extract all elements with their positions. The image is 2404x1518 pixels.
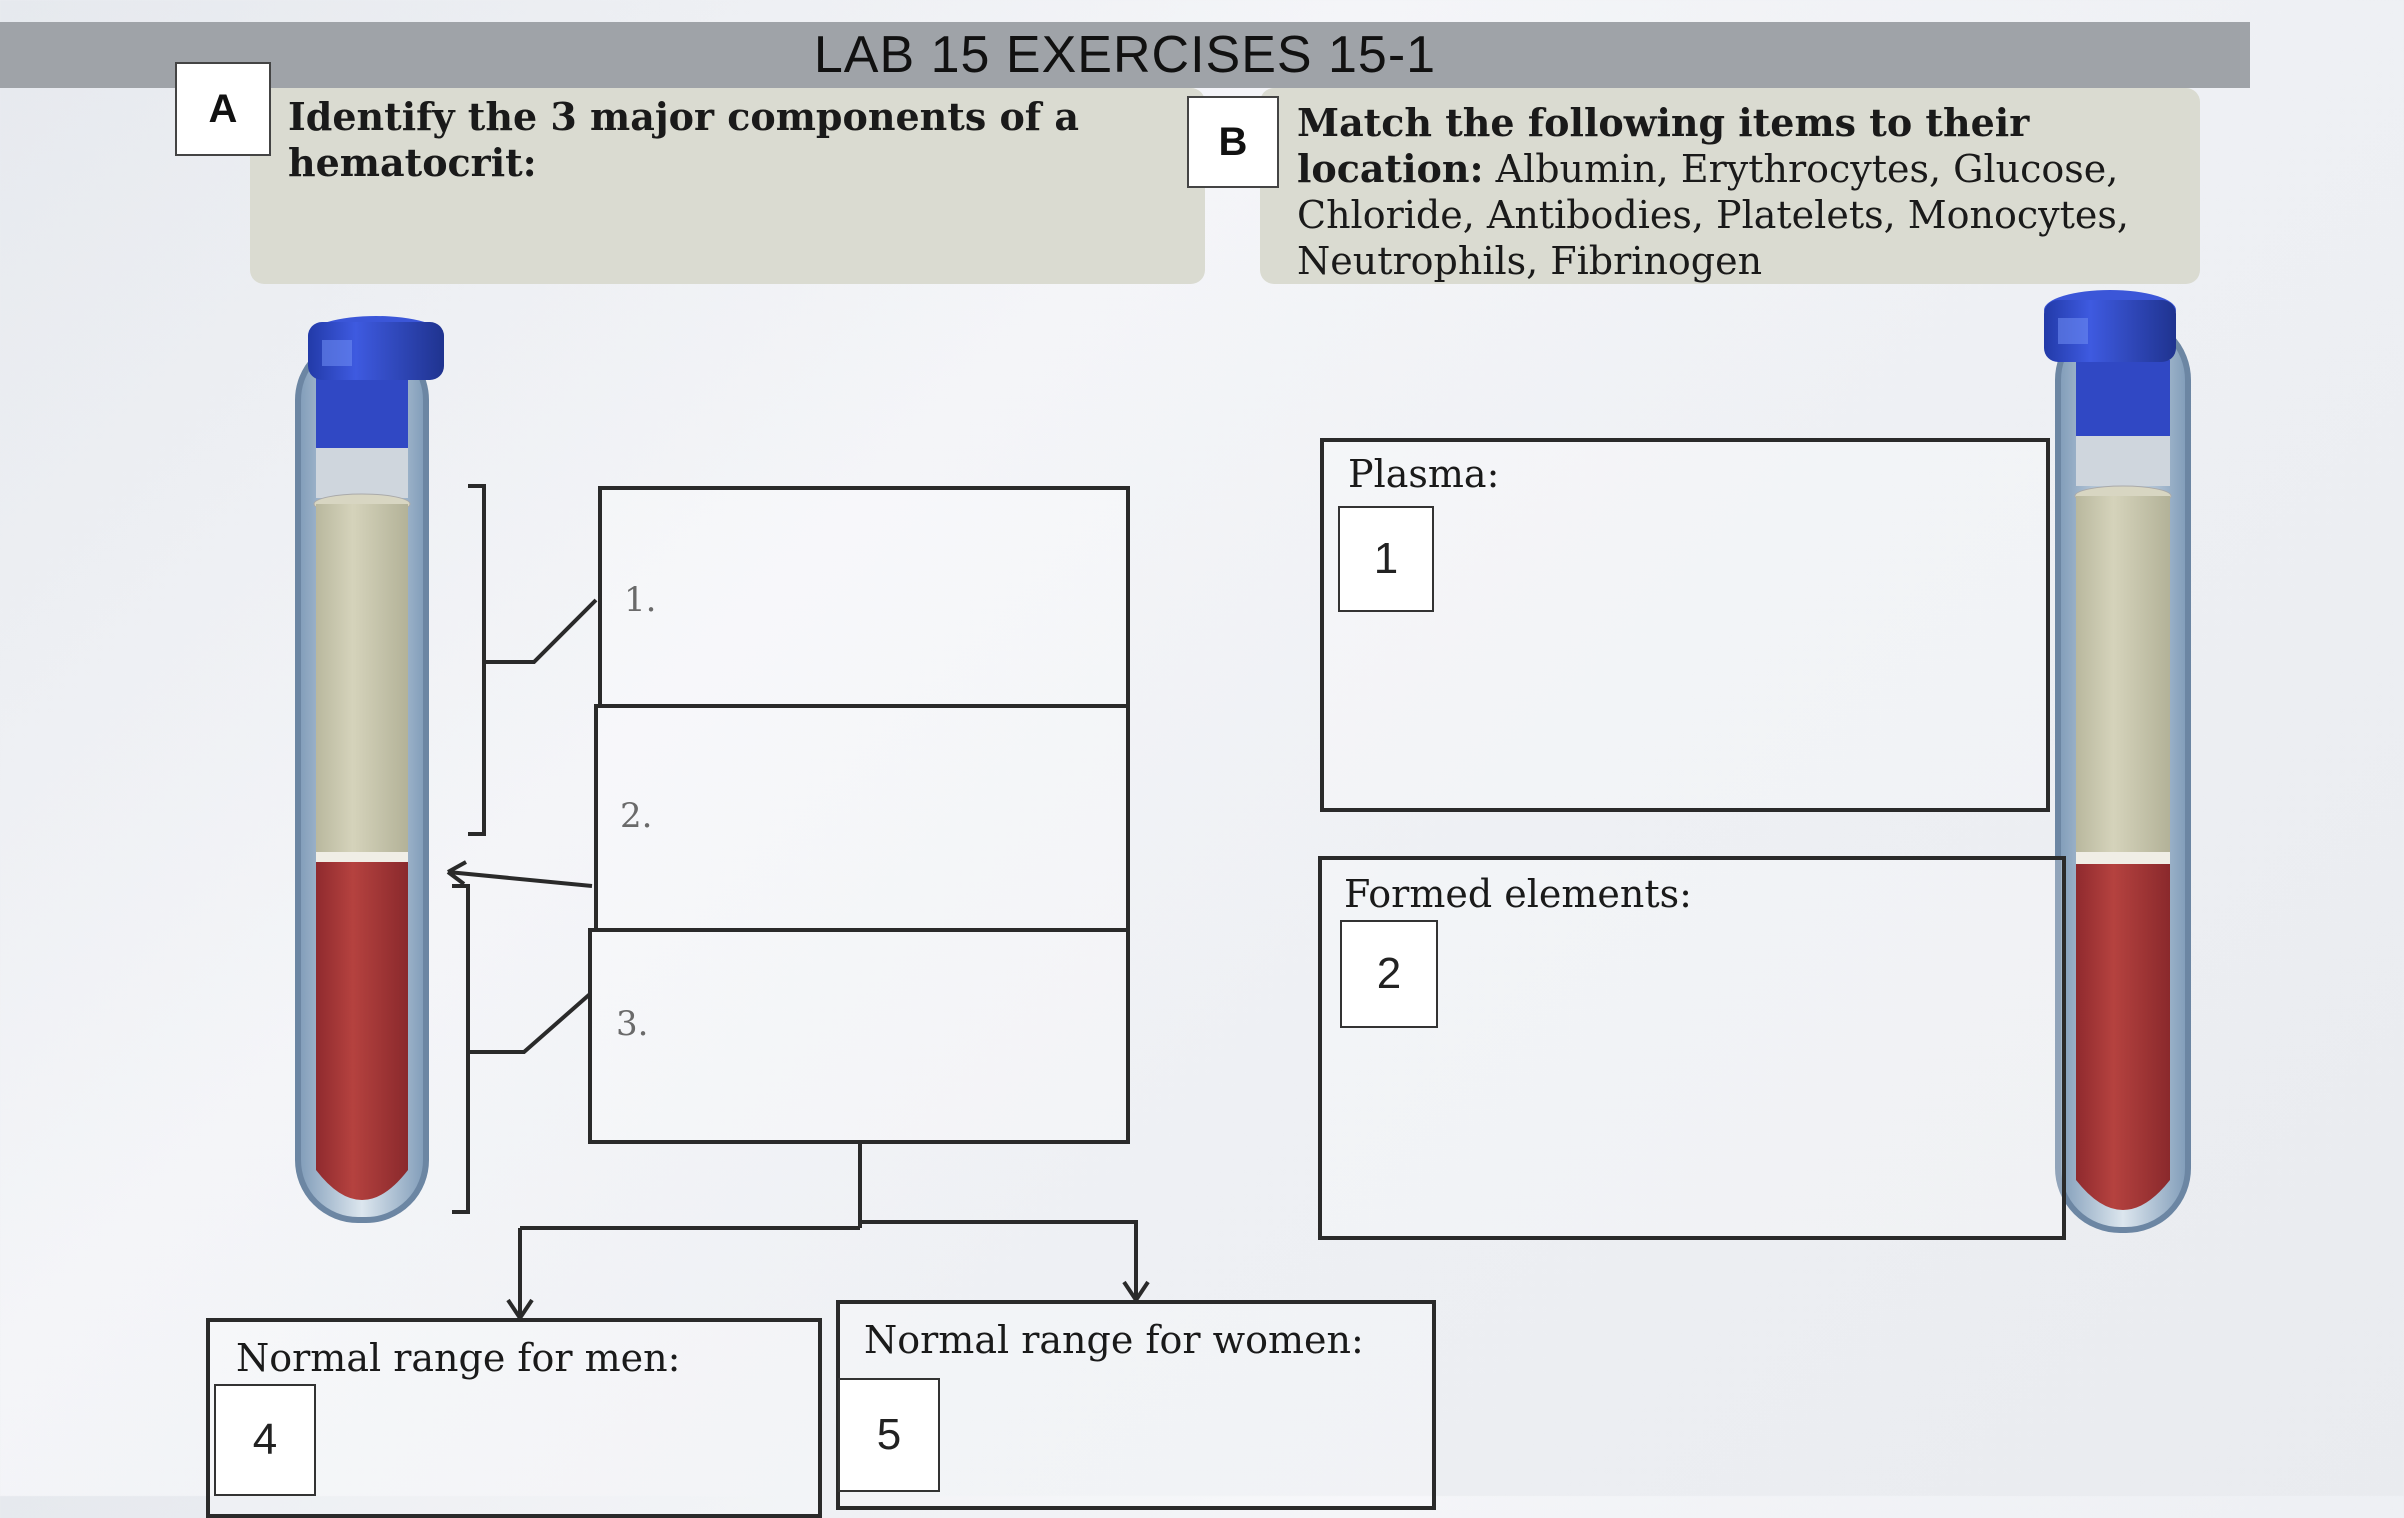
- formed-elements-label: Formed elements:: [1344, 872, 1692, 916]
- formed-elements-answer-number[interactable]: 2: [1340, 920, 1438, 1028]
- component-label-1: 1.: [624, 580, 656, 620]
- bracket-plasma: [468, 486, 596, 834]
- men-range-label: Normal range for men:: [236, 1336, 680, 1380]
- arrow-buffy-coat: [448, 862, 592, 886]
- component-box-1[interactable]: [598, 486, 1130, 708]
- plasma-answer-number[interactable]: 1: [1338, 506, 1434, 612]
- component-box-2[interactable]: [594, 704, 1130, 932]
- women-range-answer-number[interactable]: 5: [838, 1378, 940, 1492]
- connector-to-ranges: [508, 1144, 1148, 1318]
- women-range-label: Normal range for women:: [864, 1318, 1364, 1362]
- left-test-tube: [298, 316, 444, 1220]
- component-label-2: 2.: [620, 796, 652, 836]
- component-label-3: 3.: [616, 1004, 648, 1044]
- men-range-answer-number[interactable]: 4: [214, 1384, 316, 1496]
- component-box-3[interactable]: [588, 928, 1130, 1144]
- bracket-rbc: [452, 886, 590, 1212]
- plasma-label: Plasma:: [1348, 452, 1499, 496]
